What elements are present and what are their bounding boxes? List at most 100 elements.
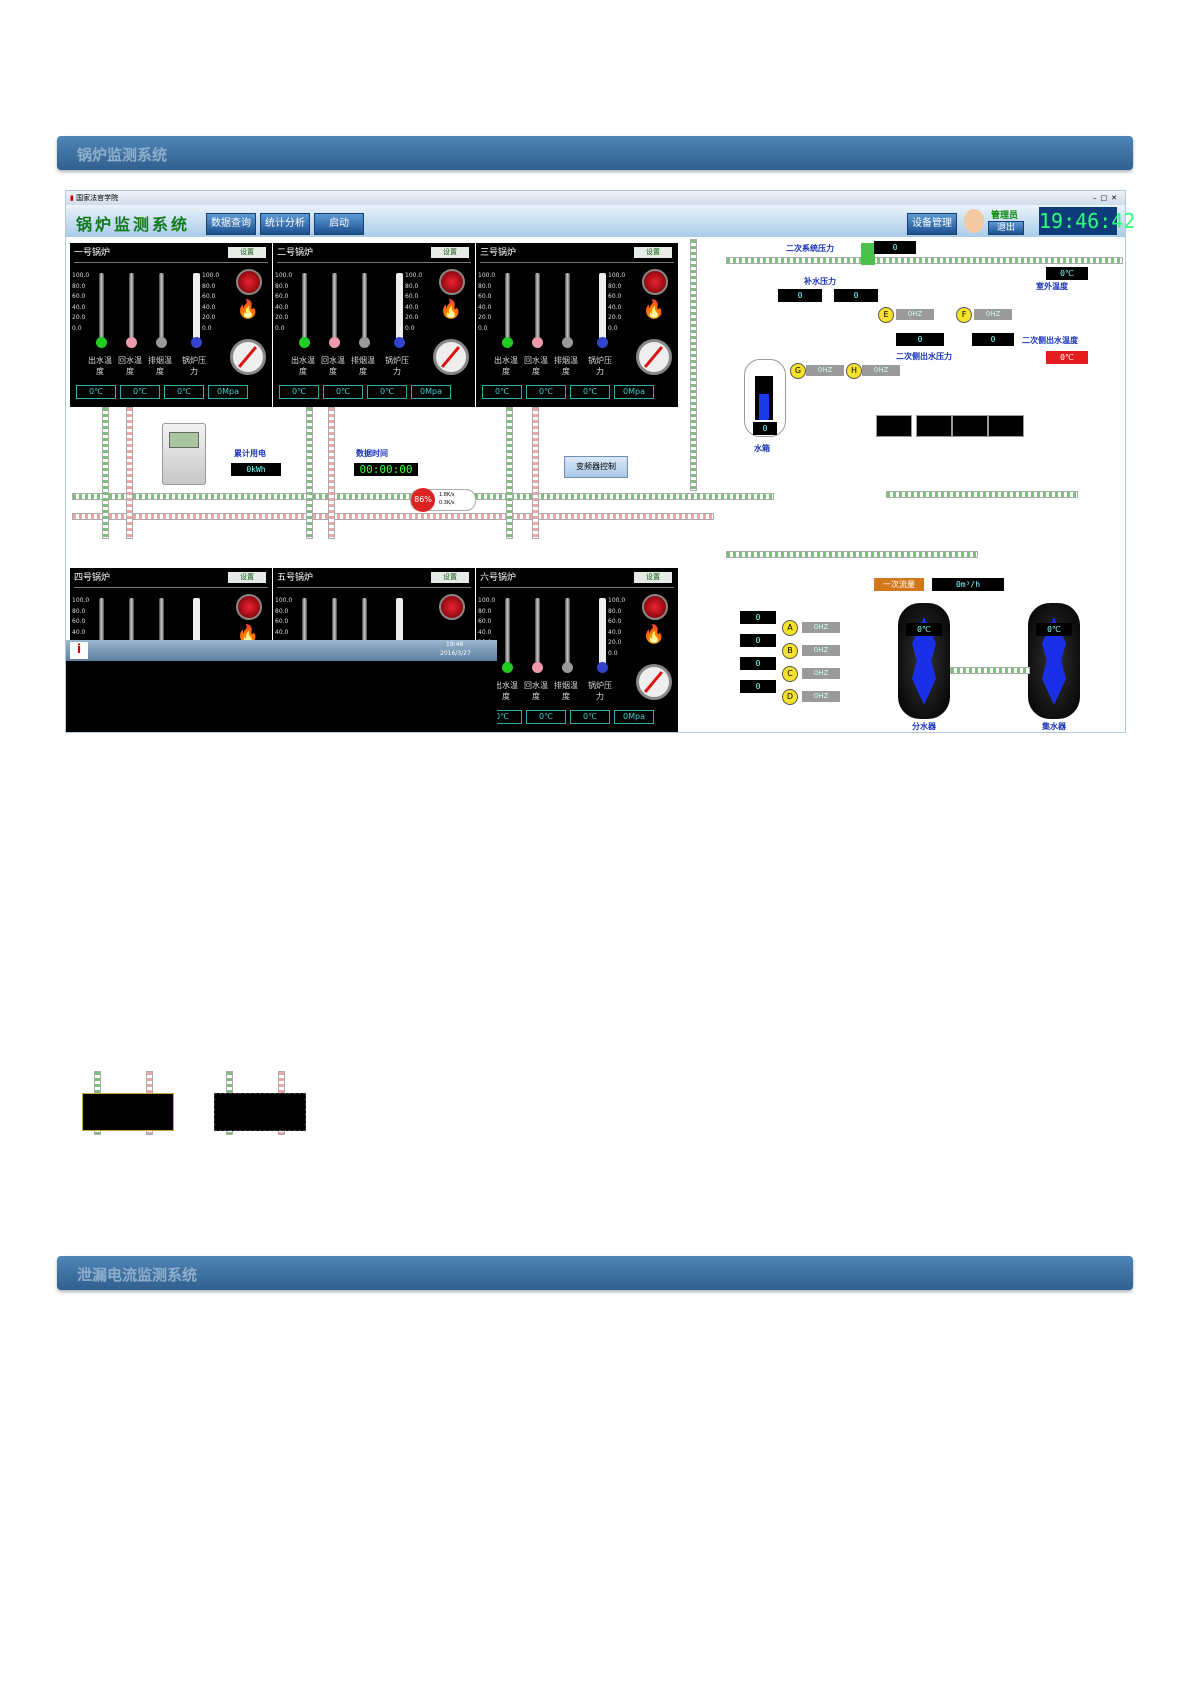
smoke-temp-label: 排烟温度 bbox=[351, 356, 375, 376]
ef-display-2: 0 bbox=[972, 333, 1014, 346]
flame-icon: 🔥 bbox=[439, 299, 462, 320]
boiler-title: 五号锅炉 bbox=[277, 573, 314, 583]
f-value: 0HZ bbox=[974, 309, 1012, 320]
network-down: 0.3K/s bbox=[439, 500, 455, 506]
h-value: 0HZ bbox=[862, 365, 900, 376]
sec-out-pressure-label: 二次侧出水压力 bbox=[896, 352, 952, 361]
smoke-temp-value: 0℃ bbox=[570, 385, 610, 399]
out-temp-value: 0℃ bbox=[76, 385, 116, 399]
node-f: F bbox=[956, 307, 972, 323]
return-temp-value: 0℃ bbox=[526, 710, 566, 724]
pump-node-a: A bbox=[782, 620, 798, 636]
boiler-settings-button[interactable]: 设置 bbox=[634, 572, 672, 583]
makeup-pressure-label: 补水压力 bbox=[804, 277, 836, 286]
stats-button[interactable]: 统计分析 bbox=[260, 213, 310, 235]
sec-out-temp-label: 二次侧出水温度 bbox=[1022, 336, 1078, 345]
logout-button[interactable]: 退出 bbox=[988, 221, 1024, 235]
pressure-value: 0Mpa bbox=[411, 385, 451, 399]
clock-display: 19:46:42 bbox=[1039, 207, 1136, 235]
electric-meter-icon bbox=[162, 423, 206, 485]
boiler-panel-6: 六号锅炉 设置 100.080.060.040.020.00.0 100.080… bbox=[476, 568, 678, 732]
alarm-lamp bbox=[439, 594, 465, 620]
pressure-value: 0Mpa bbox=[614, 710, 654, 724]
out-temp-thermometer bbox=[302, 598, 307, 664]
distributor-label: 分水器 bbox=[912, 722, 936, 731]
window-title: 国家法官学院 bbox=[76, 194, 119, 202]
return-temp-value: 0℃ bbox=[323, 385, 363, 399]
boiler-settings-button[interactable]: 设置 bbox=[431, 572, 469, 583]
pipe bbox=[726, 551, 978, 558]
boiler-settings-button[interactable]: 设置 bbox=[431, 247, 469, 258]
pump-b-display: 0 bbox=[740, 634, 776, 647]
pink-pipe-main bbox=[72, 513, 714, 520]
node-g: G bbox=[790, 363, 806, 379]
pipe bbox=[950, 667, 1030, 674]
section-header-boiler: 锅炉监测系统 bbox=[57, 136, 1133, 170]
ef-display-1: 0 bbox=[896, 333, 944, 346]
section-title: 泄漏电流监测系统 bbox=[77, 1266, 198, 1284]
alarm-lamp bbox=[236, 269, 262, 295]
boiler-title: 四号锅炉 bbox=[74, 573, 111, 583]
smoke-temp-value: 0℃ bbox=[570, 710, 610, 724]
pressure-gauge-tube bbox=[193, 273, 200, 339]
return-temp-thermometer bbox=[535, 273, 540, 339]
pipe bbox=[102, 407, 109, 539]
start-icon[interactable]: i bbox=[70, 642, 88, 659]
pipe bbox=[126, 407, 133, 539]
out-temp-thermometer bbox=[99, 598, 104, 664]
smoke-temp-thermometer bbox=[565, 273, 570, 339]
boiler-settings-button[interactable]: 设置 bbox=[228, 572, 266, 583]
smoke-temp-thermometer bbox=[159, 598, 164, 664]
device-manage-button[interactable]: 设备管理 bbox=[907, 213, 957, 235]
pipe bbox=[690, 239, 697, 491]
taskbar-date: 2016/3/27 bbox=[440, 650, 471, 657]
boiler-settings-button[interactable]: 设置 bbox=[634, 247, 672, 258]
out-temp-thermometer bbox=[505, 598, 510, 664]
app-title: 锅炉监测系统 bbox=[76, 215, 191, 234]
smoke-temp-label: 排烟温度 bbox=[554, 356, 578, 376]
pump-c-display: 0 bbox=[740, 657, 776, 670]
pressure-gauge-tube bbox=[599, 598, 606, 664]
boiler-settings-button[interactable]: 设置 bbox=[228, 247, 266, 258]
heat-exchanger-icon-selected[interactable] bbox=[214, 1071, 306, 1135]
query-button[interactable]: 数据查询 bbox=[206, 213, 256, 235]
boiler-title: 二号锅炉 bbox=[277, 248, 314, 258]
window-controls[interactable]: –□✕ bbox=[1093, 194, 1121, 202]
pump-node-c: C bbox=[782, 666, 798, 682]
smoke-temp-label: 排烟温度 bbox=[148, 356, 172, 376]
return-temp-value: 0℃ bbox=[120, 385, 160, 399]
collector-value: 0℃ bbox=[1036, 623, 1072, 636]
primary-flow-label: 一次流量 bbox=[874, 578, 924, 591]
pressure-label: 锅炉压力 bbox=[588, 356, 612, 376]
out-temp-value: 0℃ bbox=[482, 385, 522, 399]
vfd-control-button[interactable]: 变频器控制 bbox=[564, 456, 628, 478]
app-toolbar: 锅炉监测系统 数据查询 统计分析 启动 设备管理 管理员 退出 19:46:42 bbox=[66, 205, 1136, 237]
out-temp-thermometer bbox=[302, 273, 307, 339]
meter-label: 累计用电 bbox=[234, 449, 266, 458]
water-tank-label: 水箱 bbox=[754, 444, 770, 453]
pump-c-value: 0HZ bbox=[802, 668, 840, 679]
distributor-tank: 0℃ bbox=[898, 603, 950, 719]
heat-exchanger-4 bbox=[988, 415, 1024, 437]
secondary-pressure-value: 0 bbox=[874, 241, 916, 254]
smoke-temp-thermometer bbox=[565, 598, 570, 664]
return-temp-label: 回水温度 bbox=[524, 356, 548, 376]
smoke-temp-label: 排烟温度 bbox=[554, 681, 578, 701]
pump-a-display: 0 bbox=[740, 611, 776, 624]
secondary-pressure-label: 二次系统压力 bbox=[786, 244, 834, 253]
pipe bbox=[532, 407, 539, 539]
alarm-lamp bbox=[642, 269, 668, 295]
pressure-gauge-tube bbox=[396, 273, 403, 339]
flame-icon: 🔥 bbox=[642, 299, 665, 320]
pipe bbox=[328, 407, 335, 539]
pump-a-value: 0HZ bbox=[802, 622, 840, 633]
window-titlebar: ▮ 国家法官学院 –□✕ bbox=[66, 191, 1125, 205]
out-temp-thermometer bbox=[505, 273, 510, 339]
alarm-lamp bbox=[439, 269, 465, 295]
start-button[interactable]: 启动 bbox=[314, 213, 364, 235]
heat-exchanger-icon bbox=[82, 1071, 174, 1135]
